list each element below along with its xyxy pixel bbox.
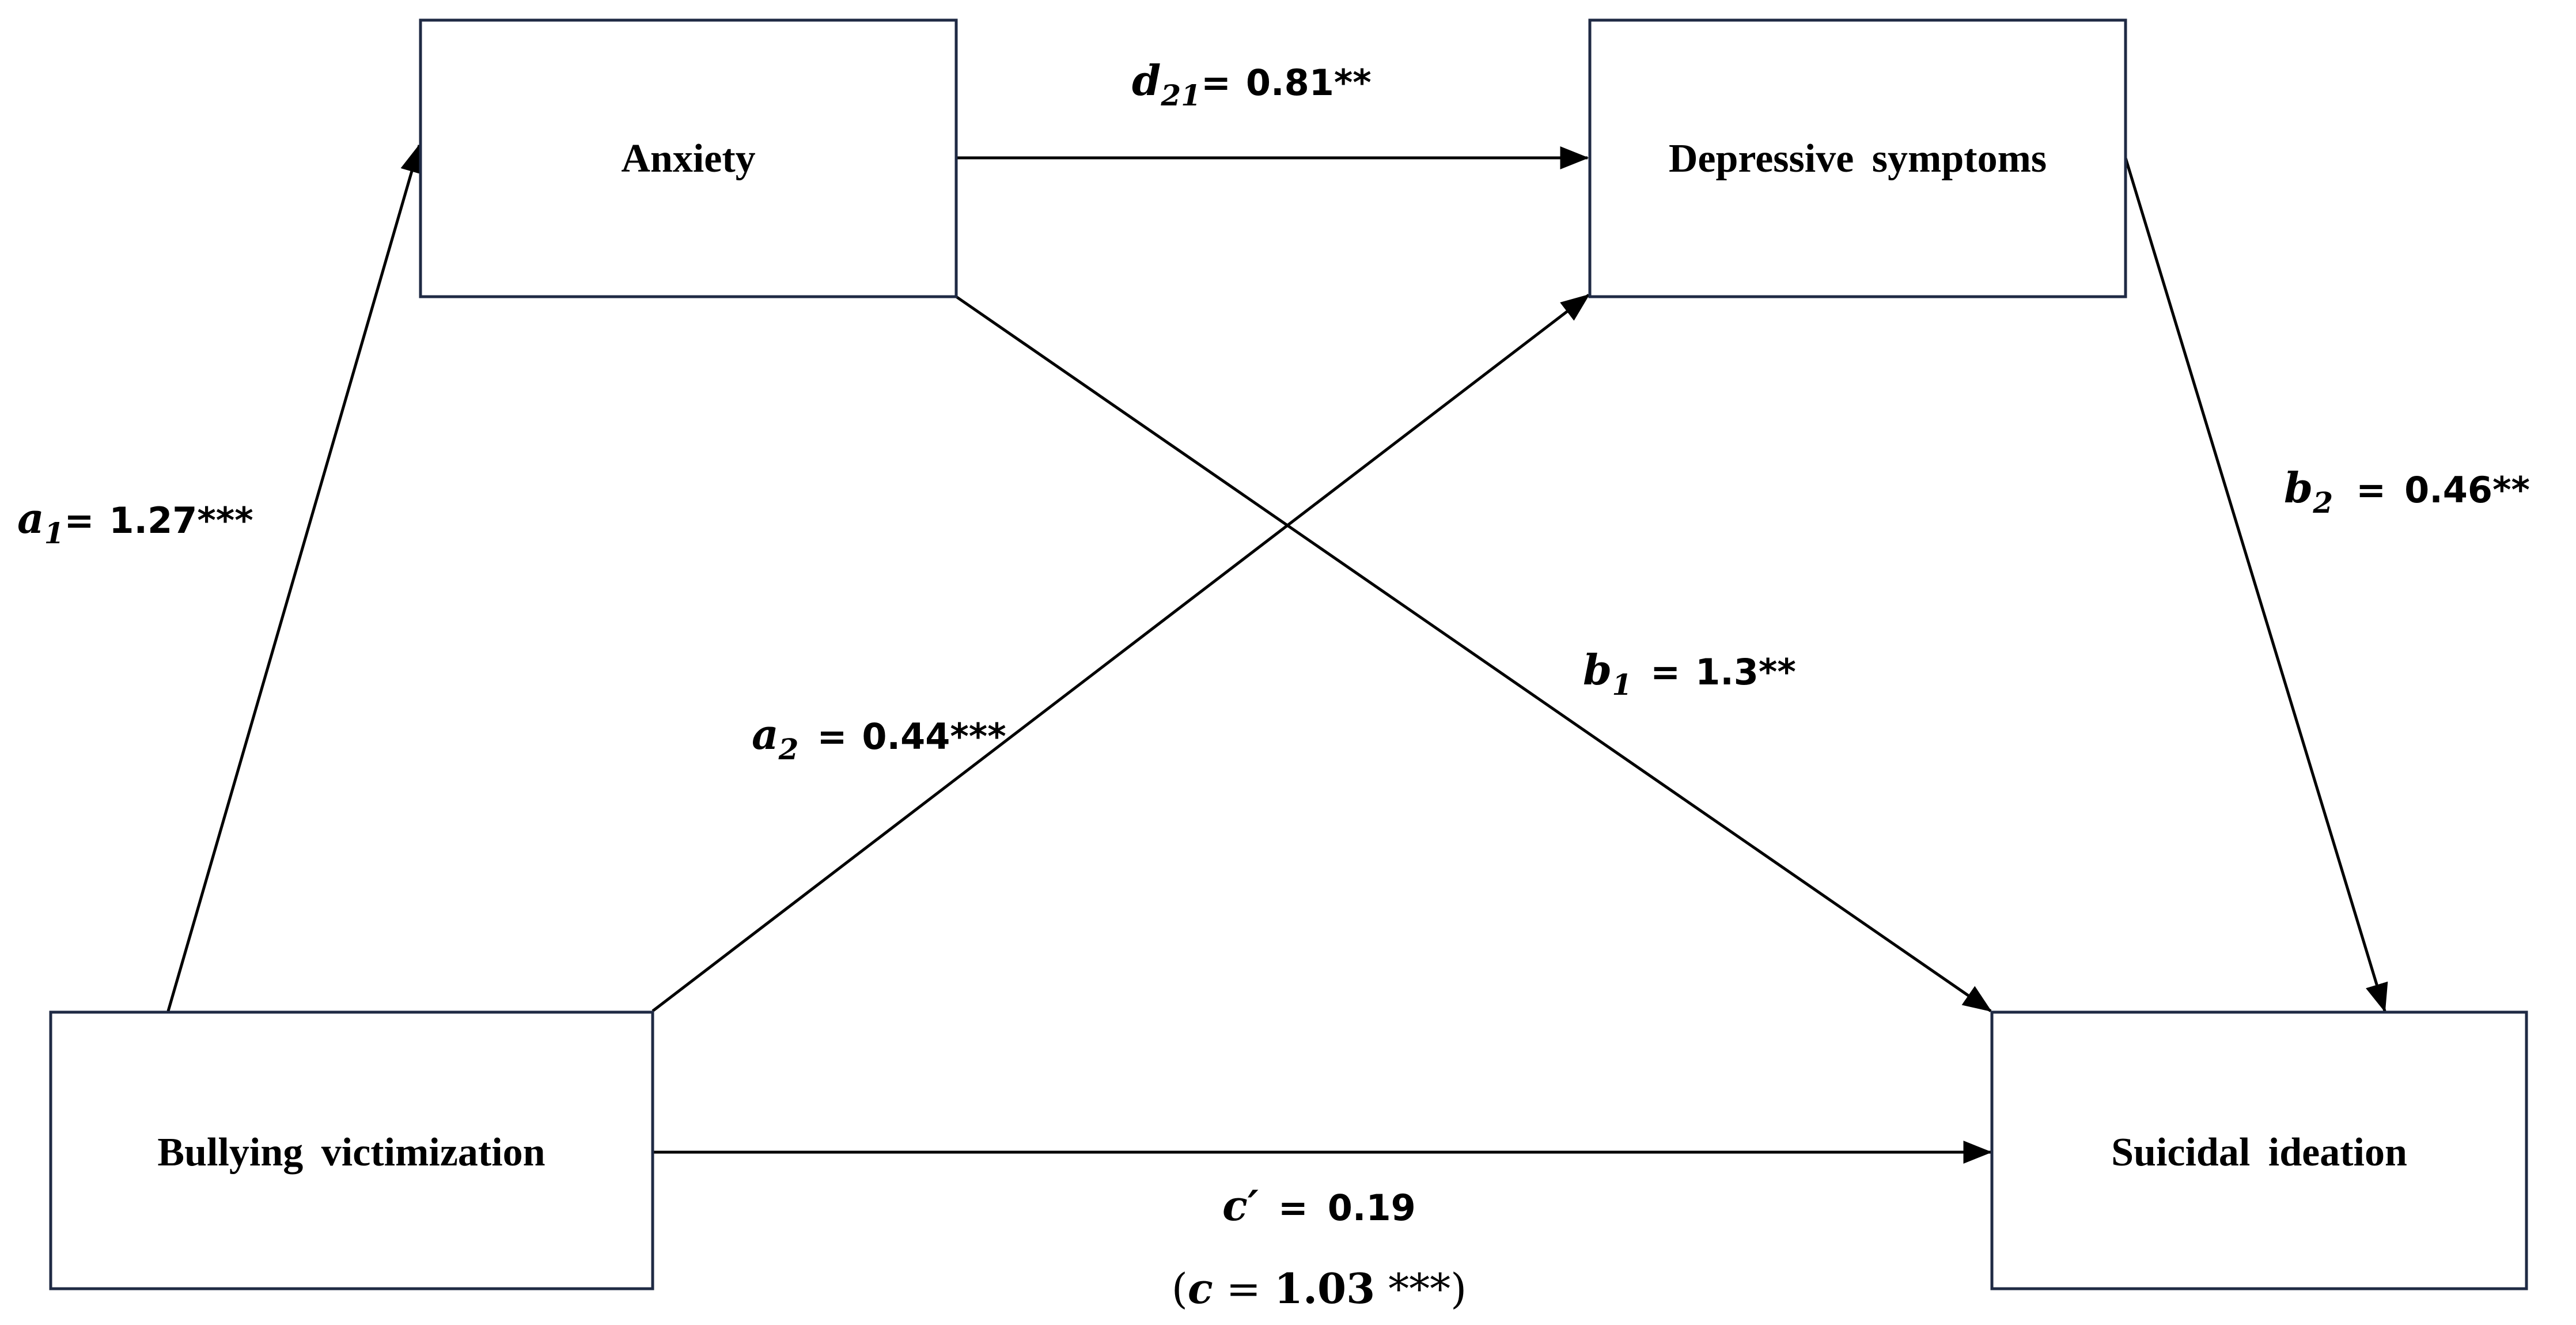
total-effect-label: (c = 1.03 ***) [1172, 1264, 1467, 1313]
node-depressive-symptoms-box [1588, 18, 2127, 298]
node-suicidal-ideation: Suicidal ideation [1990, 1010, 2528, 1290]
coef-c-prime: c′ = 0.19 [1222, 1181, 1416, 1230]
coef-c-prime-value: 0.19 [1328, 1187, 1416, 1229]
arrow-b2 [2124, 157, 2388, 1013]
node-anxiety: Anxiety [419, 18, 958, 298]
total-effect-value: 1.03 [1274, 1264, 1375, 1313]
coef-b2: b2 = 0.46** [2284, 463, 2530, 520]
coef-b2-value: 0.46** [2404, 469, 2530, 511]
coef-a2-equals: = [817, 716, 847, 758]
coef-d21-subscript: 21 [1160, 78, 1201, 112]
coef-a1-subscript: 1 [44, 516, 65, 550]
coef-b2-symbol: b [2284, 463, 2313, 512]
coef-d21-symbol: d [1132, 56, 1161, 105]
node-anxiety-box [419, 18, 958, 298]
coef-a1-equals: = [64, 499, 94, 542]
total-effect-open-paren: ( [1172, 1265, 1188, 1313]
node-depressive-symptoms: Depressive symptoms [1588, 18, 2127, 298]
coef-d21: d21= 0.81** [1132, 56, 1372, 112]
coef-c-prime-equals: = [1278, 1187, 1308, 1229]
total-effect-close-paren: ) [1450, 1265, 1467, 1313]
node-bullying-victimization-label: Bullying victimization [157, 1130, 545, 1175]
total-effect-equals: = [1213, 1265, 1274, 1313]
node-bullying-victimization: Bullying victimization [49, 1010, 654, 1290]
coef-a1-symbol: a [17, 494, 44, 543]
node-suicidal-ideation-label: Suicidal ideation [2111, 1130, 2407, 1175]
coef-b2-subscript: 2 [2312, 486, 2333, 520]
coef-b1-value: 1.3** [1695, 651, 1796, 693]
coef-a2: a2 = 0.44*** [752, 710, 1006, 766]
coef-a2-value: 0.44*** [862, 716, 1006, 758]
coef-d21-equals: = [1201, 62, 1231, 104]
arrow-a2 [651, 294, 1590, 1012]
node-depressive-symptoms-label: Depressive symptoms [1669, 137, 2047, 181]
coef-b1-symbol: b [1583, 645, 1612, 694]
coef-c-prime-symbol: c′ [1222, 1181, 1259, 1230]
coef-a2-subscript: 2 [778, 732, 799, 766]
node-anxiety-label: Anxiety [621, 137, 755, 181]
coef-a1: a1= 1.27*** [17, 494, 253, 550]
node-bullying-victimization-box [49, 1010, 654, 1290]
coef-a2-symbol: a [752, 710, 779, 759]
node-suicidal-ideation-box [1990, 1010, 2528, 1290]
coef-a1-value: 1.27*** [109, 499, 253, 542]
coef-b1-subscript: 1 [1612, 668, 1632, 702]
total-effect-stars: *** [1375, 1265, 1450, 1313]
coef-b2-equals: = [2356, 469, 2386, 511]
coef-d21-value: 0.81** [1246, 62, 1372, 104]
arrow-b1 [955, 295, 1992, 1013]
arrow-a1 [166, 143, 423, 1012]
coef-b1-equals: = [1650, 651, 1680, 693]
total-effect-symbol: c [1188, 1264, 1213, 1313]
coef-b1: b1 = 1.3** [1583, 645, 1796, 702]
